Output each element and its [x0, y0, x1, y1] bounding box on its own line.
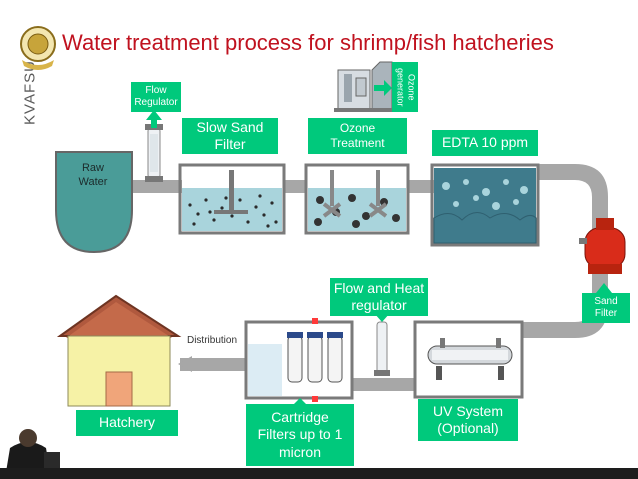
ozone-generator-machine — [334, 61, 396, 112]
sand-filter-vessel — [579, 218, 626, 274]
presenter-photo — [0, 428, 66, 472]
edta-tank — [430, 163, 540, 247]
hatchery-house — [56, 294, 182, 407]
cartridge-filters-label: Cartridge Filters up to 1 micron — [246, 404, 354, 466]
flow-heat-regulator-label: Flow and Heat regulator — [330, 278, 428, 316]
uv-system-label: UV System (Optional) — [418, 399, 518, 441]
pipe-raw-to-sand — [132, 180, 182, 193]
ozone-treatment-label: Ozone Treatment — [308, 118, 407, 154]
sand-filter-arrow — [596, 283, 612, 302]
uv-system-box — [413, 320, 524, 399]
pipe-ozone-to-edta — [408, 180, 434, 193]
page-title: Water treatment process for shrimp/fish … — [62, 30, 554, 55]
flow-regulator-device — [145, 124, 163, 182]
pipe-uv-to-cartridge — [352, 378, 416, 391]
flow-regulator-label: Flow Regulator — [131, 82, 181, 112]
pipe-sand-to-ozone — [285, 180, 307, 193]
distribution-arrow — [178, 356, 192, 372]
edta-label: EDTA 10 ppm — [432, 130, 538, 156]
slow-sand-filter-tank — [178, 163, 286, 235]
sand-filter-label: Sand Filter — [582, 293, 630, 323]
bottom-bar — [0, 468, 638, 479]
ozone-generator-label: Ozone generator — [392, 62, 418, 112]
flow-heat-regulator-device — [374, 321, 390, 376]
flow-regulator-arrow — [146, 110, 162, 128]
distribution-label: Distribution — [186, 334, 238, 346]
raw-water-tank — [55, 151, 133, 254]
pipe-distribution — [180, 358, 246, 371]
ozone-tank — [304, 163, 410, 235]
university-logo — [20, 26, 56, 70]
raw-water-label: Raw Water — [78, 162, 108, 188]
ozone-generator-arrow — [374, 80, 392, 96]
cartridge-filter-box — [244, 318, 354, 402]
slow-sand-filter-label: Slow Sand Filter — [182, 118, 278, 154]
hatchery-label: Hatchery — [76, 410, 178, 436]
